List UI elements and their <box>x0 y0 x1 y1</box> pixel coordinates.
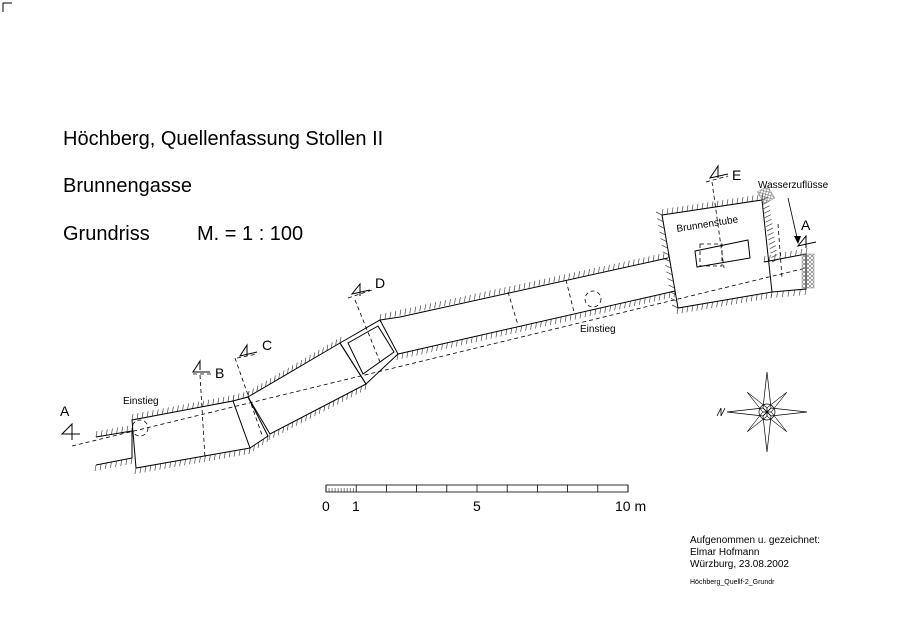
compass-rose-icon <box>716 371 808 453</box>
label-wasserzufluesse: Wasserzuflüsse <box>758 180 829 191</box>
label-brunnenstube: Brunnenstube <box>676 214 740 235</box>
scale-bar: 0 1 5 10 m <box>322 484 646 514</box>
credits-place-date: Würzburg, 23.08.2002 <box>690 559 789 570</box>
section-marker-e: E <box>705 164 741 183</box>
credits-line1: Aufgenommen u. gezeichnet: <box>690 535 820 546</box>
svg-text:D: D <box>375 275 385 291</box>
credits-file-name: Höchberg_Quellf-2_Grundr <box>690 579 775 586</box>
section-marker-a-right: A <box>796 217 817 248</box>
section-marker-b: B <box>192 359 224 381</box>
rock-hatching <box>94 193 808 475</box>
svg-text:A: A <box>60 403 70 419</box>
scale-tick-1: 1 <box>352 498 360 514</box>
section-marker-c: C <box>236 337 272 359</box>
svg-text:B: B <box>215 365 224 381</box>
section-marker-d: D <box>347 275 385 299</box>
section-lines <box>71 181 807 459</box>
corner-mark <box>2 2 12 12</box>
manhole-left-icon <box>131 419 149 437</box>
svg-text:E: E <box>732 167 741 183</box>
tunnel-walls <box>95 199 807 469</box>
label-einstieg-right: Einstieg <box>580 324 616 335</box>
svg-text:C: C <box>262 337 272 353</box>
title-scale: M. = 1 : 100 <box>197 223 303 245</box>
label-einstieg-left: Einstieg <box>123 396 159 407</box>
manhole-right-icon <box>584 290 602 308</box>
section-marker-a-left: A <box>60 403 80 440</box>
scale-tick-5: 5 <box>473 498 481 514</box>
credits-author: Elmar Hofmann <box>690 547 759 558</box>
scale-tick-0: 0 <box>322 498 330 514</box>
svg-text:A: A <box>801 217 811 233</box>
water-inflow-mark <box>756 185 815 289</box>
title-street: Brunnengasse <box>63 175 192 197</box>
title-plan-type: Grundriss <box>63 223 150 245</box>
scale-tick-10: 10 m <box>615 498 646 514</box>
title-location: Höchberg, Quellenfassung Stollen II <box>63 128 383 150</box>
